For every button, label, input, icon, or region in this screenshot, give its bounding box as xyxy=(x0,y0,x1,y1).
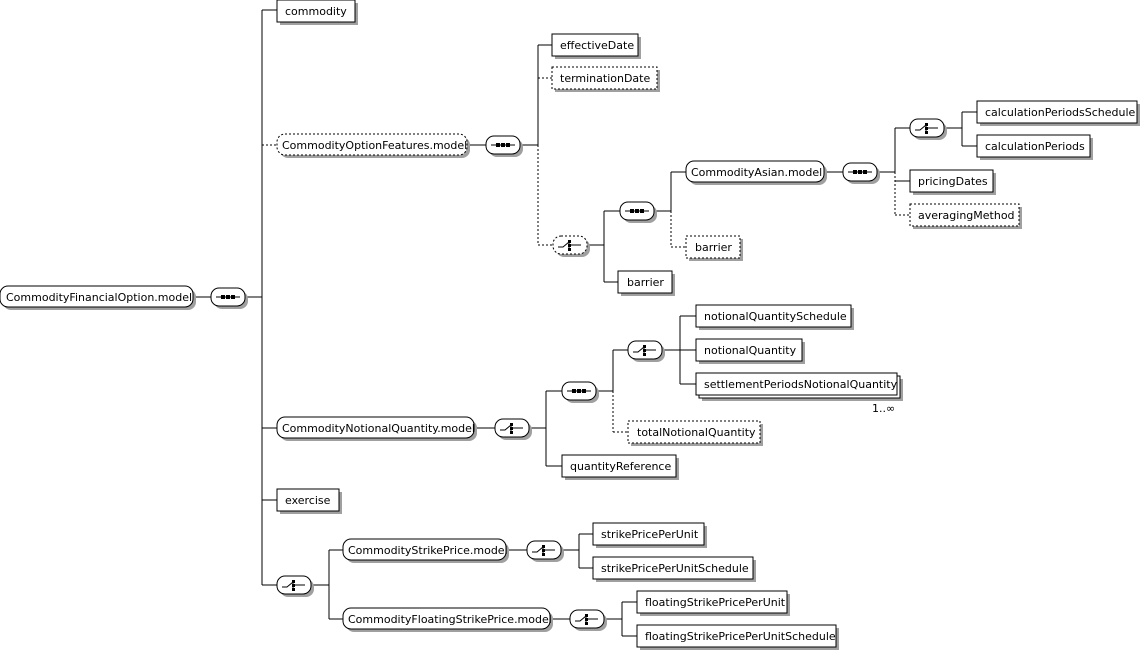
element-barrier[interactable]: barrier xyxy=(617,270,675,296)
group-commodity-floating-strike-price-label: CommodityFloatingStrikePrice.model xyxy=(348,613,552,626)
element-total-notional-quantity-label: totalNotionalQuantity xyxy=(637,426,756,439)
sequence-compositor-icon xyxy=(842,162,880,184)
group-commodity-option-features[interactable]: CommodityOptionFeatures.model xyxy=(276,133,470,158)
element-effective-date[interactable]: effectiveDate xyxy=(551,33,641,59)
element-strike-price-per-unit[interactable]: strikePricePerUnit xyxy=(592,522,707,548)
element-strike-price-per-unit-label: strikePricePerUnit xyxy=(601,528,699,541)
group-commodity-notional-quantity[interactable]: CommodityNotionalQuantity.model xyxy=(276,416,477,441)
choice-compositor-icon xyxy=(552,235,590,257)
group-commodity-asian-label: CommodityAsian.model xyxy=(691,166,822,179)
element-quantity-reference[interactable]: quantityReference xyxy=(561,454,679,480)
element-termination-date-label: terminationDate xyxy=(560,72,650,85)
element-calculation-periods-schedule[interactable]: calculationPeriodsSchedule xyxy=(976,100,1140,126)
group-commodity-option-features-label: CommodityOptionFeatures.model xyxy=(282,139,467,152)
group-commodity-strike-price-label: CommodityStrikePrice.model xyxy=(348,544,508,557)
choice-compositor-icon xyxy=(569,609,607,631)
element-floating-strike-price-per-unit-schedule-label: floatingStrikePricePerUnitSchedule xyxy=(645,630,836,643)
sequence-compositor-icon xyxy=(619,201,657,223)
connectors xyxy=(193,9,977,637)
group-root[interactable]: CommodityFinancialOption.model xyxy=(0,285,196,310)
element-notional-quantity-label: notionalQuantity xyxy=(704,344,797,357)
choice-compositor-icon xyxy=(494,418,532,440)
element-calculation-periods[interactable]: calculationPeriods xyxy=(976,134,1093,160)
element-barrier-label: barrier xyxy=(627,276,664,289)
group-commodity-floating-strike-price[interactable]: CommodityFloatingStrikePrice.model xyxy=(342,607,553,632)
element-termination-date[interactable]: terminationDate xyxy=(551,66,660,92)
choice-symbols xyxy=(276,118,947,631)
element-floating-strike-price-per-unit-schedule[interactable]: floatingStrikePricePerUnitSchedule xyxy=(636,624,839,650)
choice-compositor-icon xyxy=(276,575,314,597)
element-floating-strike-price-per-unit-label: floatingStrikePricePerUnit xyxy=(645,596,786,609)
sequence-compositor-icon xyxy=(485,135,523,157)
choice-compositor-icon xyxy=(909,118,947,140)
element-averaging-method-label: averagingMethod xyxy=(918,209,1015,222)
group-commodity-asian[interactable]: CommodityAsian.model xyxy=(685,160,827,185)
element-commodity[interactable]: commodity xyxy=(276,0,358,25)
element-notional-quantity-schedule-label: notionalQuantitySchedule xyxy=(704,310,847,323)
element-notional-quantity-schedule[interactable]: notionalQuantitySchedule xyxy=(695,304,854,330)
sequence-compositor-icon xyxy=(210,287,248,309)
element-total-notional-quantity[interactable]: totalNotionalQuantity xyxy=(627,420,763,446)
group-commodity-strike-price[interactable]: CommodityStrikePrice.model xyxy=(342,538,509,563)
element-settlement-periods-notional-quantity[interactable]: settlementPeriodsNotionalQuantity xyxy=(695,372,903,401)
element-pricing-dates[interactable]: pricingDates xyxy=(909,169,996,195)
element-calculation-periods-label: calculationPeriods xyxy=(985,140,1085,153)
element-barrier-optional-label: barrier xyxy=(695,241,732,254)
group-root-label: CommodityFinancialOption.model xyxy=(6,291,192,304)
element-exercise[interactable]: exercise xyxy=(276,488,342,514)
element-settlement-periods-notional-quantity-label: settlementPeriodsNotionalQuantity xyxy=(704,378,898,391)
sequence-compositor-icon xyxy=(561,381,599,403)
element-pricing-dates-label: pricingDates xyxy=(918,175,988,188)
element-strike-price-per-unit-schedule[interactable]: strikePricePerUnitSchedule xyxy=(592,556,756,582)
element-calculation-periods-schedule-label: calculationPeriodsSchedule xyxy=(985,106,1136,119)
element-commodity-label: commodity xyxy=(285,5,347,18)
choice-compositor-icon xyxy=(627,340,665,362)
element-effective-date-label: effectiveDate xyxy=(560,39,634,52)
choice-compositor-icon xyxy=(526,540,564,562)
occurrence-label: 1..∞ xyxy=(872,402,895,415)
element-exercise-label: exercise xyxy=(285,494,331,507)
element-floating-strike-price-per-unit[interactable]: floatingStrikePricePerUnit xyxy=(636,590,790,616)
element-quantity-reference-label: quantityReference xyxy=(570,460,671,473)
element-barrier-optional[interactable]: barrier xyxy=(685,235,743,261)
element-notional-quantity[interactable]: notionalQuantity xyxy=(695,338,805,364)
group-commodity-notional-quantity-label: CommodityNotionalQuantity.model xyxy=(282,422,475,435)
element-strike-price-per-unit-schedule-label: strikePricePerUnitSchedule xyxy=(601,562,749,575)
sequence-symbols xyxy=(210,135,880,403)
element-averaging-method[interactable]: averagingMethod xyxy=(909,203,1022,229)
